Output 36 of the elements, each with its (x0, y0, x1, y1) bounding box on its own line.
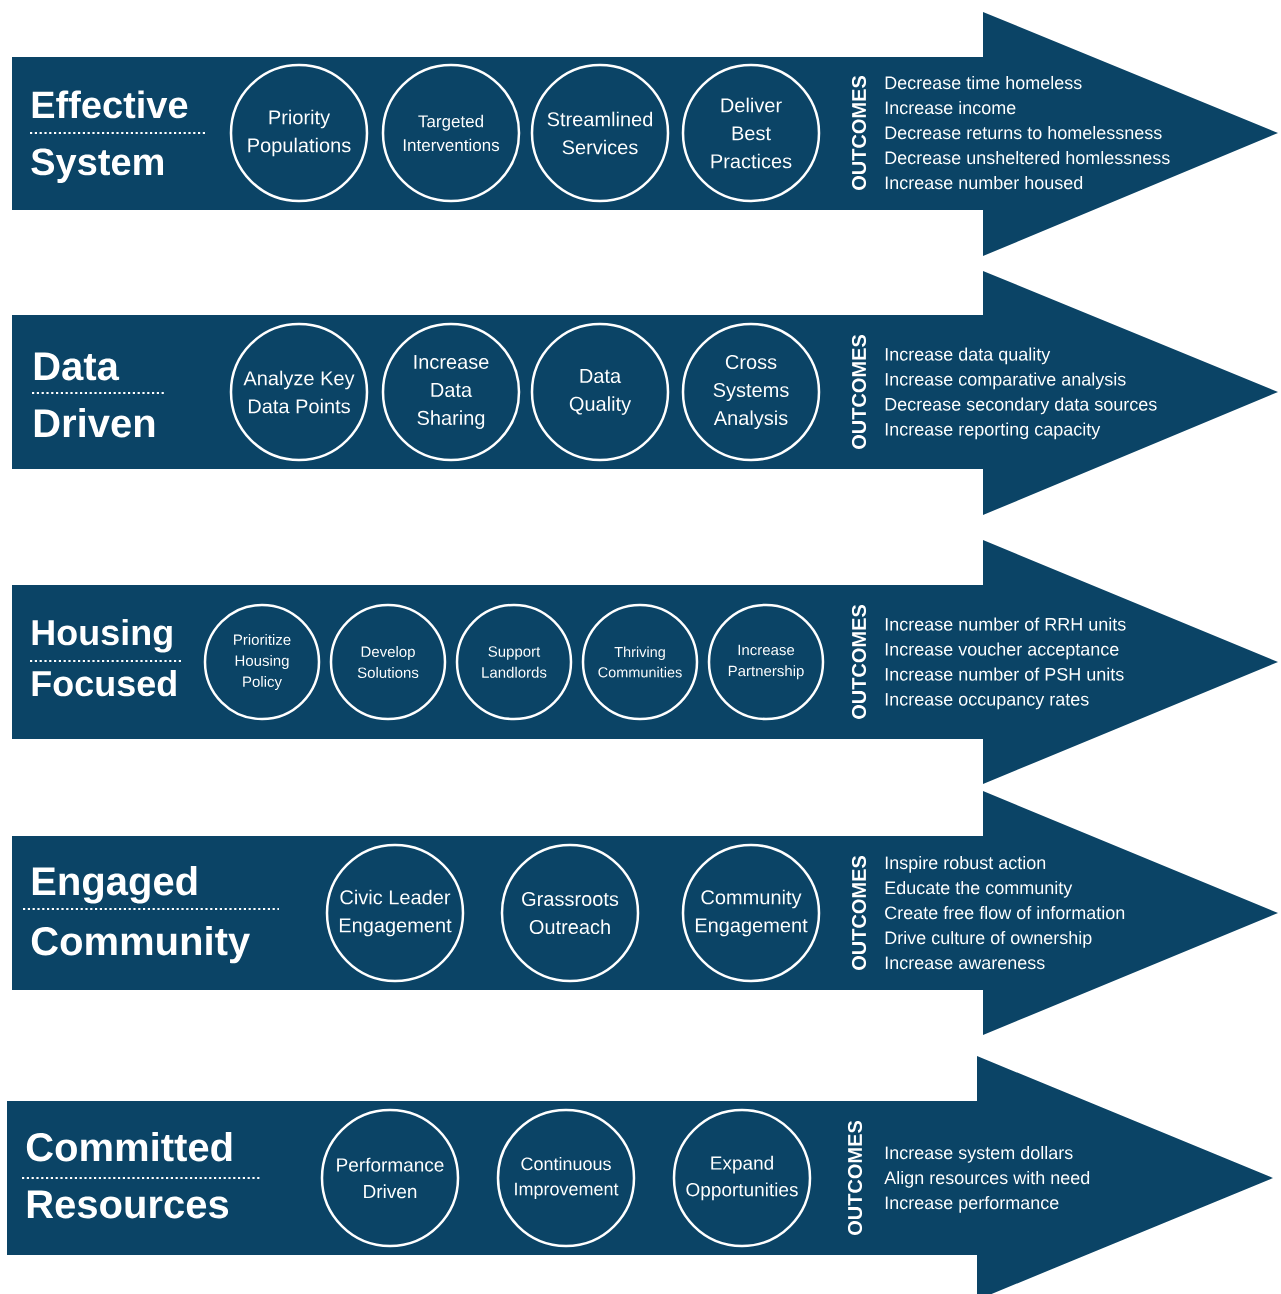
arrow-band (12, 271, 1278, 515)
outcomes-label: OUTCOMES (851, 856, 867, 970)
outcome-item: Increase income (885, 100, 1016, 115)
outcome-item: Create free flow of information (885, 905, 1125, 920)
arrow-band (7, 1056, 1273, 1294)
outcomes-label: OUTCOMES (851, 76, 867, 190)
outcome-item: Increase comparative analysis (885, 372, 1126, 390)
outcome-item: Increase performance (885, 1195, 1059, 1213)
outcomes-label: OUTCOMES (847, 1121, 863, 1235)
outcome-item: Increase reporting capacity (885, 422, 1101, 440)
outcome-item: Increase data quality (885, 347, 1051, 365)
arrow-band (12, 791, 1278, 1035)
outcome-item: Decrease unsheltered homlessness (885, 150, 1170, 165)
outcome-item: Increase number housed (885, 175, 1083, 190)
outcomes-label: OUTCOMES (851, 335, 867, 449)
outcome-item: Educate the community (885, 880, 1073, 898)
title: Engaged Community (31, 866, 250, 964)
outcome-item: Drive culture of ownership (885, 930, 1092, 948)
outcome-item: Increase number of PSH units (885, 667, 1124, 681)
outcome-item: Align resources with need (884, 1170, 1090, 1188)
title: Committed Resources (26, 1132, 232, 1219)
outcome-item: Increase occupancy rates (885, 693, 1089, 710)
title: Housing Focused (32, 618, 176, 697)
outcome-item: Increase voucher acceptance (885, 642, 1119, 660)
outcome-item: Increase awareness (885, 956, 1045, 970)
arrow-band (12, 12, 1278, 256)
outcome-item: Decrease secondary data sources (885, 397, 1157, 415)
outcome-item: Decrease time homeless (885, 75, 1082, 90)
title: Effective System (31, 90, 188, 183)
arrow-band (12, 540, 1278, 784)
outcomes-label: OUTCOMES (851, 605, 867, 719)
outcome-item: Inspire robust action (885, 855, 1046, 873)
outcome-item: Increase number of RRH units (885, 617, 1126, 631)
title: Data Driven (34, 352, 155, 438)
outcome-item: Decrease returns to homelessness (885, 125, 1162, 140)
outcome-item: Increase system dollars (885, 1145, 1073, 1163)
